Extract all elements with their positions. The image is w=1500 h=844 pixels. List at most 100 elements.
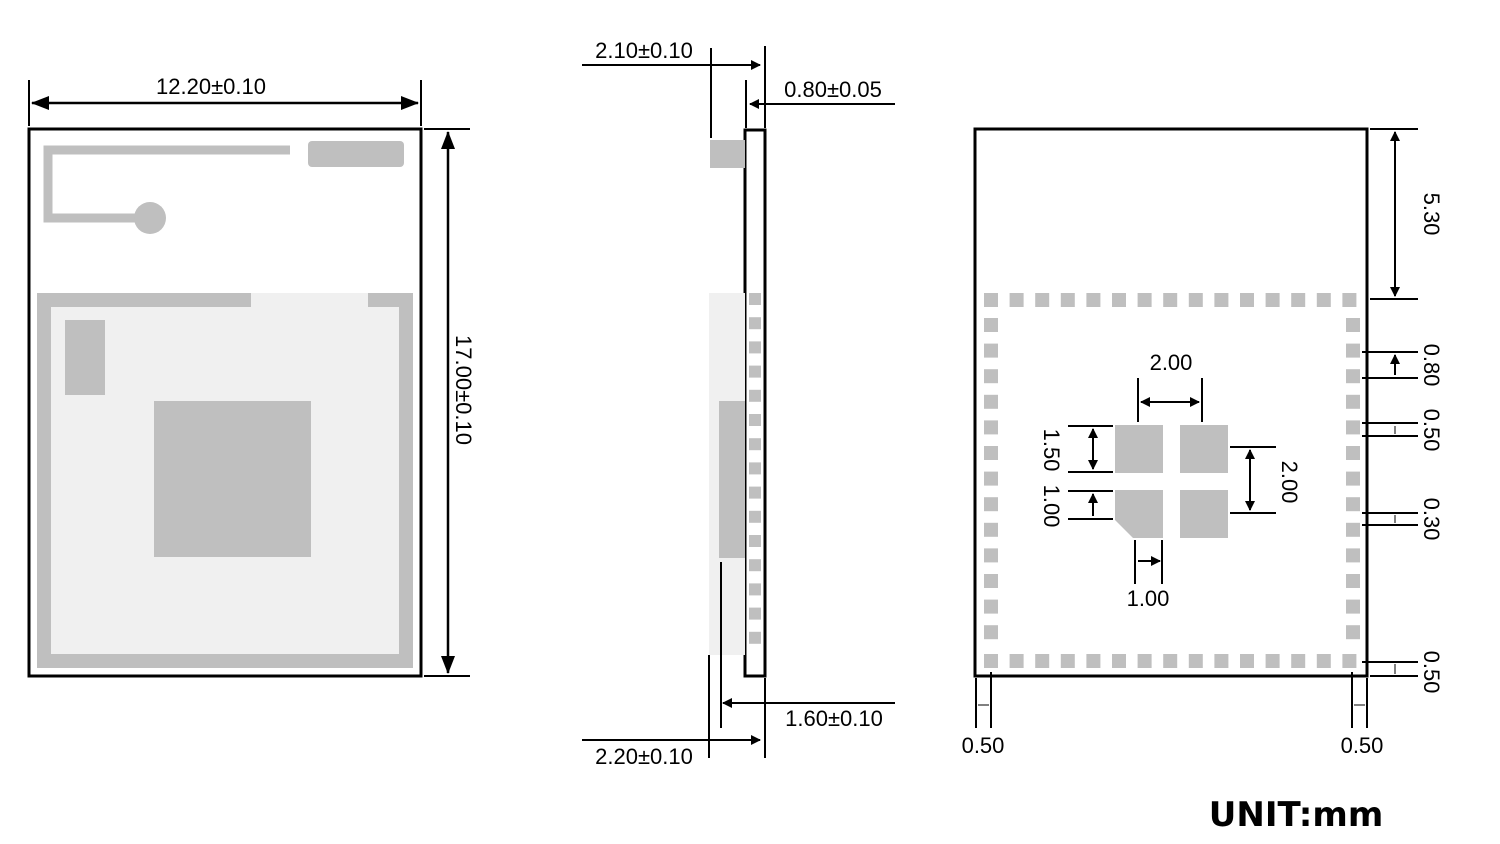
side-pad <box>749 510 761 523</box>
edge-pad-right <box>1346 548 1360 563</box>
edge-pad-top <box>984 293 998 307</box>
edge-pad-right <box>1346 318 1360 332</box>
center-pad-bottom-label: 1.00 <box>1127 586 1170 611</box>
pad-width-label: 0.50 <box>1419 409 1444 452</box>
edge-pad-right <box>1346 574 1360 588</box>
edge-pad-right <box>1346 446 1360 460</box>
center-pad-2 <box>1180 425 1228 473</box>
side-pad <box>749 631 761 644</box>
edge-pad-right <box>1346 369 1360 384</box>
edge-pad-left <box>984 369 998 384</box>
bottom-view: 2.00 2.00 1.50 1.00 1.00 5.30 0.80 <box>962 127 1444 758</box>
side-pad <box>749 414 761 426</box>
side-pad <box>749 559 761 572</box>
edge-right-label: 0.50 <box>1341 733 1384 758</box>
pad-pitch-label: 0.80 <box>1419 344 1444 387</box>
bottom-thickness-label: 1.60±0.10 <box>785 706 883 731</box>
shield-frame <box>37 293 413 668</box>
small-component <box>65 320 105 395</box>
edge-pad-bottom <box>1009 654 1024 668</box>
side-pad <box>749 462 761 475</box>
edge-pad-bottom <box>1060 654 1075 668</box>
edge-pad-left <box>984 599 998 614</box>
edge-pad-left <box>984 318 998 332</box>
side-pads <box>749 293 761 644</box>
edge-pad-right <box>1346 394 1360 409</box>
edge-pad-top <box>1316 293 1331 307</box>
width-label: 12.20±0.10 <box>156 74 266 99</box>
edge-pad-left <box>984 394 998 409</box>
board-thickness-label: 0.80±0.05 <box>784 77 882 102</box>
side-pad <box>749 341 761 354</box>
center-pad-4 <box>1180 490 1228 538</box>
edge-pad-top <box>1291 293 1306 307</box>
antenna-trace <box>43 145 290 223</box>
edge-pad-left <box>984 625 998 640</box>
edge-pad-top <box>1035 293 1050 307</box>
edge-pad-top <box>1265 293 1280 307</box>
edge-pad-top <box>1137 293 1152 307</box>
bottom-offset-label: 2.20±0.10 <box>595 744 693 769</box>
edge-pad-left <box>984 522 998 537</box>
edge-pad-right <box>1346 625 1360 640</box>
edge-pad-bottom <box>1086 654 1101 668</box>
edge-pad-bottom <box>1265 654 1280 668</box>
side-pad <box>749 583 761 596</box>
edge-bottom-label: 0.50 <box>1419 651 1444 694</box>
side-main-chip <box>719 401 745 558</box>
unit-label: UNIT:mm <box>1209 795 1384 835</box>
edge-pad-bottom <box>1035 654 1050 668</box>
edge-pad-top <box>1214 293 1229 307</box>
edge-pad-left <box>984 574 998 588</box>
edge-pad-left <box>984 471 998 486</box>
side-pad <box>749 486 761 499</box>
edge-pad-left <box>984 420 998 435</box>
edge-pad-right <box>1346 522 1360 537</box>
edge-pad-right <box>1346 471 1360 486</box>
side-pad <box>749 607 761 620</box>
height-label: 17.00±0.10 <box>451 335 476 445</box>
edge-pad-left <box>984 497 998 512</box>
antenna-feed <box>134 202 166 234</box>
bottom-outline <box>973 127 1369 678</box>
side-pad <box>749 438 761 451</box>
edge-pad-bottom <box>1188 654 1203 668</box>
edge-pad-right <box>1346 599 1360 614</box>
side-pad <box>749 389 761 402</box>
center-pad-height-label: 2.00 <box>1277 461 1302 504</box>
edge-pad-right <box>1346 497 1360 512</box>
edge-pad-top <box>1342 293 1357 307</box>
side-pad <box>749 535 761 547</box>
edge-pad-bottom <box>1214 654 1229 668</box>
edge-pads <box>984 293 1360 668</box>
edge-pad-left <box>984 548 998 563</box>
center-pad-gap-label: 1.00 <box>1039 485 1064 528</box>
edge-pad-left <box>984 446 998 460</box>
edge-pad-right <box>1346 420 1360 435</box>
center-pad-size-label: 1.50 <box>1039 429 1064 472</box>
side-pad <box>749 317 761 330</box>
side-pad <box>749 365 761 378</box>
edge-pad-bottom <box>1316 654 1331 668</box>
edge-pad-bottom <box>1163 654 1178 668</box>
side-view: 2.10±0.10 0.80±0.05 1.60±0.10 2.20±0.10 <box>582 38 895 769</box>
edge-pad-top <box>1060 293 1075 307</box>
edge-pad-bottom <box>1240 654 1254 668</box>
edge-pad-bottom <box>1291 654 1306 668</box>
module-outline <box>27 127 423 678</box>
main-chip <box>154 401 311 557</box>
edge-pad-bottom <box>984 654 998 668</box>
edge-pad-top <box>1112 293 1126 307</box>
edge-pad-bottom <box>1342 654 1357 668</box>
edge-pad-left <box>984 343 998 358</box>
top-keepout-label: 5.30 <box>1419 193 1444 236</box>
edge-pad-top <box>1188 293 1203 307</box>
edge-pad-top <box>1240 293 1254 307</box>
edge-pad-top <box>1009 293 1024 307</box>
side-antenna-chip <box>710 140 745 168</box>
top-view: 12.20±0.10 17.00±0.10 <box>27 74 476 678</box>
top-offset-label: 2.10±0.10 <box>595 38 693 63</box>
edge-pad-bottom <box>1137 654 1152 668</box>
edge-pad-bottom <box>1112 654 1126 668</box>
